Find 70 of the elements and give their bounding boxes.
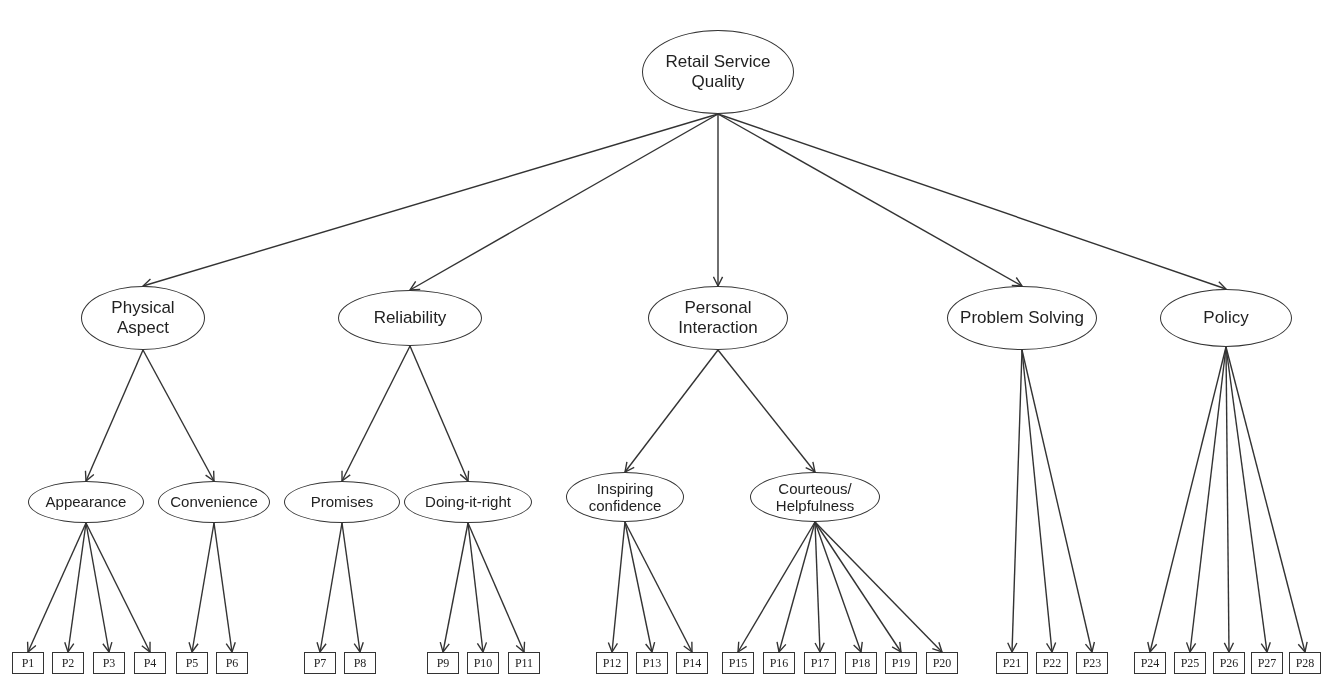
arrow [439, 522, 469, 653]
indicator-box: P28 [1289, 652, 1321, 674]
indicator-box: P1 [12, 652, 44, 674]
indicator-box: P11 [508, 652, 540, 674]
indicator-box: P7 [304, 652, 336, 674]
construct-ellipse: Reliability [338, 290, 482, 346]
arrow [814, 521, 863, 653]
indicator-box: P21 [996, 652, 1028, 674]
construct-ellipse: Inspiring confidence [566, 472, 684, 522]
arrow [814, 521, 825, 653]
indicator-box: P26 [1213, 652, 1245, 674]
indicator-box: P5 [176, 652, 208, 674]
construct-ellipse: Physical Aspect [81, 286, 205, 350]
arrow [85, 522, 151, 653]
indicator-box: P2 [52, 652, 84, 674]
indicator-box: P18 [845, 652, 877, 674]
indicator-box: P4 [134, 652, 166, 674]
indicator-box: P13 [636, 652, 668, 674]
indicator-box: P23 [1076, 652, 1108, 674]
indicator-box: P24 [1134, 652, 1166, 674]
indicator-box: P14 [676, 652, 708, 674]
arrow [409, 345, 470, 482]
indicator-box: P27 [1251, 652, 1283, 674]
arrow [624, 349, 719, 473]
arrow [467, 522, 488, 653]
construct-ellipse: Doing-it-right [404, 481, 532, 523]
arrow [341, 345, 411, 482]
construct-ellipse: Promises [284, 481, 400, 523]
indicator-box: P15 [722, 652, 754, 674]
arrow [467, 522, 526, 653]
indicator-box: P25 [1174, 652, 1206, 674]
arrow [188, 522, 215, 653]
arrow [607, 521, 626, 653]
arrow [341, 522, 364, 653]
construct-ellipse: Problem Solving [947, 286, 1097, 350]
construct-ellipse: Retail Service Quality [642, 30, 794, 114]
construct-ellipse: Convenience [158, 481, 270, 523]
arrow [814, 521, 943, 653]
arrow [1225, 346, 1308, 653]
indicator-box: P10 [467, 652, 499, 674]
arrow [26, 522, 87, 653]
construct-ellipse: Personal Interaction [648, 286, 788, 350]
arrow [142, 349, 215, 482]
arrow [1007, 349, 1023, 653]
indicator-box: P9 [427, 652, 459, 674]
arrow [1225, 346, 1271, 653]
arrow [717, 349, 816, 473]
arrow [213, 522, 236, 653]
arrow [409, 113, 719, 291]
indicator-box: P16 [763, 652, 795, 674]
arrow [737, 521, 816, 653]
construct-ellipse: Courteous/ Helpfulness [750, 472, 880, 522]
indicator-box: P20 [926, 652, 958, 674]
arrow [64, 522, 87, 653]
indicator-box: P3 [93, 652, 125, 674]
arrow [624, 521, 693, 653]
construct-ellipse: Policy [1160, 289, 1292, 347]
indicator-box: P22 [1036, 652, 1068, 674]
arrow [712, 113, 724, 287]
arrow [1021, 349, 1096, 653]
indicator-box: P12 [596, 652, 628, 674]
arrow [717, 113, 1023, 287]
arrow [316, 522, 343, 653]
indicator-box: P8 [344, 652, 376, 674]
construct-ellipse: Appearance [28, 481, 144, 523]
indicator-box: P19 [885, 652, 917, 674]
indicator-box: P17 [804, 652, 836, 674]
arrow [1021, 349, 1057, 653]
indicator-box: P6 [216, 652, 248, 674]
arrow [84, 349, 144, 482]
